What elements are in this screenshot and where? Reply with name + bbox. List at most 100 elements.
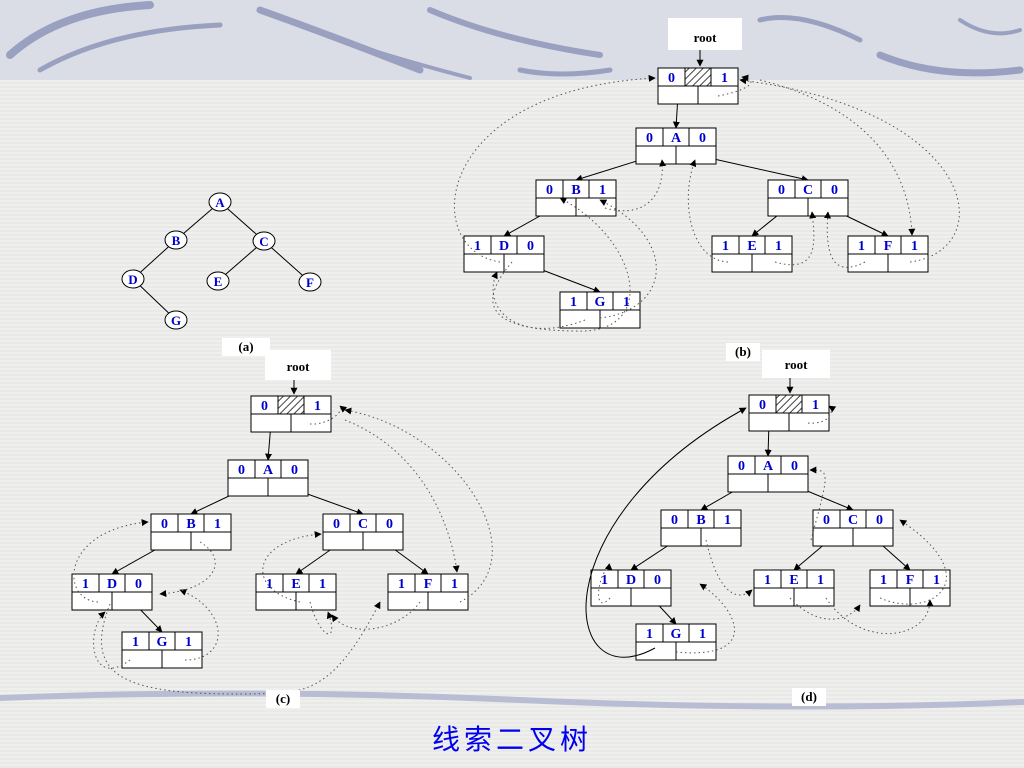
data-text: E — [789, 573, 798, 588]
data-text: D — [107, 577, 117, 592]
rtag-text: 1 — [185, 635, 192, 650]
rtag-text: 1 — [812, 398, 819, 413]
rtag-text: 1 — [724, 513, 731, 528]
rtag-text: 0 — [527, 239, 534, 254]
rtag-text: 0 — [876, 513, 883, 528]
rtag-text: 0 — [386, 517, 393, 532]
data-text: D — [499, 239, 509, 254]
tree-node-label-f: F — [306, 275, 314, 290]
b-thread-d-head — [453, 74, 656, 263]
data-text: F — [424, 577, 433, 592]
ltag-text: 0 — [161, 517, 168, 532]
c-thread-e-c — [262, 531, 322, 603]
rtag-text: 0 — [135, 577, 142, 592]
b-thread-b-a — [604, 159, 667, 212]
ltag-text: 1 — [601, 573, 608, 588]
panel-c-node-d: 1 D 0 — [71, 573, 153, 611]
panel-c-label: (c) — [266, 690, 300, 708]
data-text: B — [696, 513, 705, 528]
ltag-text: 1 — [858, 239, 865, 254]
rtag-text: 1 — [314, 399, 321, 414]
tree-node-g — [164, 310, 188, 330]
rtag-text: 1 — [599, 183, 606, 198]
rtag-text: 0 — [291, 463, 298, 478]
ltag-text: 0 — [261, 399, 268, 414]
data-text: E — [291, 577, 300, 592]
d-thread-e-f — [825, 597, 934, 634]
root-label-c: root — [265, 350, 331, 380]
rtag-text: 0 — [654, 573, 661, 588]
ltag-text: 0 — [671, 513, 678, 528]
panel-d-node-d: 1 D 0 — [590, 569, 672, 607]
tree-node-f — [298, 272, 322, 292]
panel-d-node-e: 1 E 1 — [753, 569, 835, 607]
data-text: G — [595, 295, 606, 310]
head-hatched-cell — [277, 395, 305, 415]
tree-node-label-e: E — [214, 274, 223, 289]
head-hatched-cell — [775, 394, 803, 414]
rtag-text: 0 — [699, 131, 706, 146]
data-text: C — [803, 183, 813, 198]
c-thread-head-self — [309, 405, 348, 425]
panel-d-node-f: 1 F 1 — [869, 569, 951, 607]
b-thread-head-self — [717, 74, 752, 97]
root-label-b: root — [668, 18, 742, 50]
tree-node-label-a: A — [215, 195, 225, 210]
data-text: F — [884, 239, 893, 254]
rtag-text: 0 — [791, 459, 798, 474]
ltag-text: 0 — [668, 71, 675, 86]
ltag-text: 1 — [82, 577, 89, 592]
ltag-text: 1 — [266, 577, 273, 592]
b-thread-g-b — [599, 199, 657, 319]
data-text: F — [906, 573, 915, 588]
data-text: A — [263, 463, 274, 478]
b-thread-e-a — [687, 159, 729, 263]
ltag-text: 0 — [759, 398, 766, 413]
data-text: B — [571, 183, 580, 198]
c-thread-head-f — [344, 419, 460, 573]
c-thread-e-f — [309, 601, 334, 635]
tree-node-d — [121, 269, 145, 289]
ltag-text: 0 — [333, 517, 340, 532]
b-thread-f-c — [824, 211, 866, 268]
rtag-text: 1 — [817, 573, 824, 588]
data-text: A — [671, 131, 682, 146]
data-text: E — [747, 239, 756, 254]
tree-node-label-d: D — [128, 272, 137, 287]
data-text: D — [626, 573, 636, 588]
ltag-text: 1 — [880, 573, 887, 588]
data-text: A — [763, 459, 774, 474]
ltag-text: 1 — [398, 577, 405, 592]
b-thread-head-f — [759, 79, 916, 236]
root-label-d: root — [762, 350, 830, 378]
ltag-text: 1 — [764, 573, 771, 588]
ltag-text: 1 — [132, 635, 139, 650]
tree-node-label-b: B — [172, 233, 181, 248]
d-thread-g-d — [675, 583, 735, 654]
ltag-text: 0 — [738, 459, 745, 474]
d-thread-c-a — [809, 466, 826, 541]
bottom-wave — [0, 690, 1024, 710]
panel-b-label: (b) — [726, 343, 760, 361]
data-text: C — [358, 517, 368, 532]
rtag-text: 1 — [933, 573, 940, 588]
b-thread-d-b — [492, 197, 631, 332]
